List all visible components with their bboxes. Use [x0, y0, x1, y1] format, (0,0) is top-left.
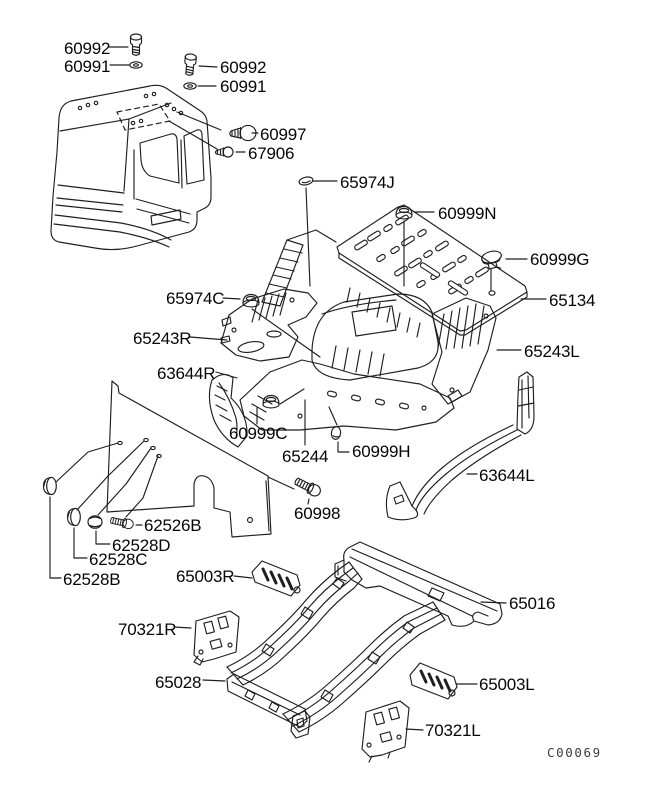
floor-panel-slots — [353, 213, 490, 297]
panel-63644L — [385, 371, 535, 521]
bolt-icon-60992-right — [183, 52, 198, 77]
part-label-62528b: 62528B — [63, 570, 121, 589]
bracket-70321R — [193, 610, 240, 666]
part-label-62528d: 62528D — [112, 536, 171, 555]
floor-side-65243R — [220, 288, 318, 362]
part-label-60999c: 60999C — [229, 424, 288, 443]
part-label-65016: 65016 — [509, 594, 556, 613]
plug-hole — [488, 290, 496, 296]
sill-frame-65028 — [226, 561, 446, 739]
floor-side-panel-left — [42, 380, 272, 538]
plug-icon-60999H — [330, 426, 342, 440]
part-label-60991-top-right: 60991 — [220, 77, 267, 96]
part-label-65974j: 65974J — [340, 173, 395, 192]
bolt-icon-60998 — [292, 475, 323, 499]
part-label-62526b: 62526B — [144, 516, 202, 535]
cap-icon-62528B — [42, 476, 57, 496]
part-label-60992-top-right: 60992 — [220, 58, 267, 77]
part-label-65003r: 65003R — [176, 567, 235, 586]
cap-icon-62528C — [66, 507, 81, 527]
cap-icon-62528D — [87, 515, 103, 529]
part-label-60999n: 60999N — [438, 204, 497, 223]
floor-side-65243L — [431, 297, 497, 405]
part-label-60998: 60998 — [294, 504, 341, 523]
part-label-65244: 65244 — [282, 447, 329, 466]
cab-line-art — [50, 84, 212, 251]
part-label-65134: 65134 — [549, 291, 596, 310]
part-label-65028: 65028 — [155, 673, 202, 692]
plug-icon-60999G — [481, 250, 502, 270]
screw-icon-67906 — [214, 146, 234, 158]
part-label-63644r: 63644R — [157, 364, 216, 383]
floor-panel-65134 — [336, 204, 528, 336]
part-label-65003l: 65003L — [479, 675, 535, 694]
bolt-icon-60992-left — [129, 33, 143, 56]
part-label-60991-top-left: 60991 — [64, 57, 111, 76]
bolt-icon-62526B — [109, 515, 135, 531]
part-label-63644l: 63644L — [479, 466, 535, 485]
crossmember-65016 — [334, 541, 503, 627]
plug-icon-60999C — [262, 394, 280, 409]
washer-icon-60991-right — [183, 82, 197, 90]
bracket-65003L — [409, 662, 458, 700]
part-label-70321r: 70321R — [118, 620, 177, 639]
part-label-65243l: 65243L — [524, 342, 580, 361]
washer-icon-60991-left — [129, 61, 143, 69]
part-label-65243r: 65243R — [133, 329, 192, 348]
bracket-70321L — [361, 700, 410, 763]
part-label-62528c: 62528C — [89, 550, 148, 569]
plug-icon-65974J — [298, 176, 314, 186]
part-label-60999g: 60999G — [530, 250, 590, 269]
cab-roof-holes — [77, 91, 184, 126]
part-label-60999h: 60999H — [352, 442, 411, 461]
leader-lines — [49, 46, 547, 731]
part-label-67906: 67906 — [248, 144, 295, 163]
part-label-60997: 60997 — [260, 125, 307, 144]
part-label-70321l: 70321L — [425, 721, 481, 740]
part-label-60992-top-left: 60992 — [64, 39, 111, 58]
floor-pan-assembly — [220, 176, 502, 440]
part-label-65974c: 65974C — [166, 289, 225, 308]
bracket-65003R — [251, 560, 301, 597]
drawing-code: C00069 — [547, 745, 602, 760]
